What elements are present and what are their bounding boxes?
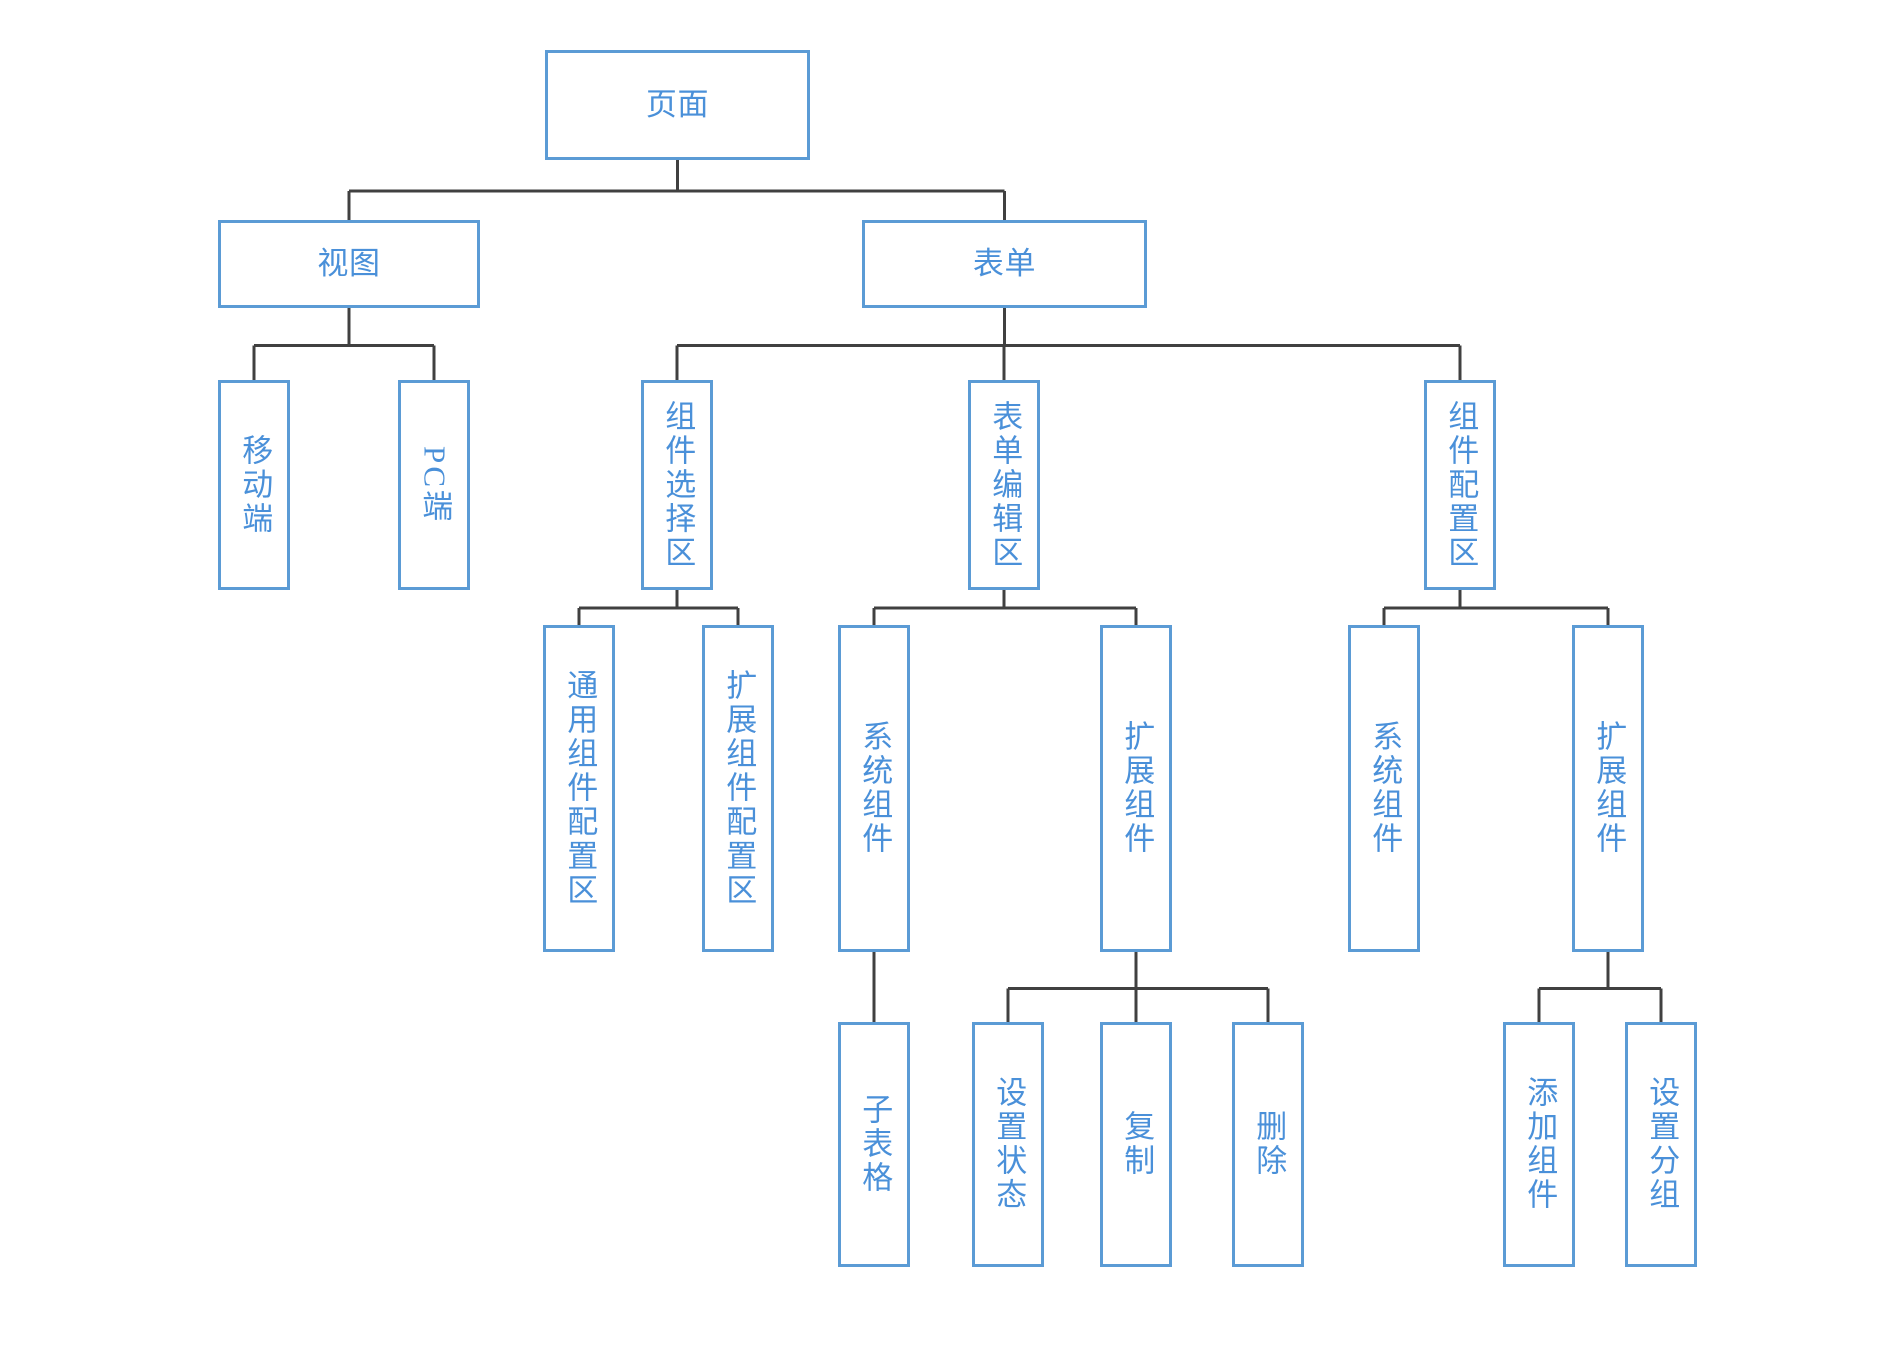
tree-node-label: 视图 [317, 245, 381, 281]
tree-node-ext-comp-edit[interactable]: 扩展组件 [1100, 625, 1172, 952]
tree-node-add-comp[interactable]: 添加组件 [1503, 1022, 1575, 1267]
tree-node-label: 设置分组 [1644, 1076, 1680, 1213]
tree-node-copy[interactable]: 复制 [1100, 1022, 1172, 1267]
tree-node-view[interactable]: 视图 [218, 220, 480, 308]
tree-node-label: 表单编辑区 [987, 399, 1023, 571]
tree-node-label: 扩展组件 [1591, 720, 1627, 857]
tree-node-comp-select[interactable]: 组件选择区 [641, 380, 713, 590]
tree-node-delete[interactable]: 删除 [1232, 1022, 1304, 1267]
tree-node-set-status[interactable]: 设置状态 [972, 1022, 1044, 1267]
tree-node-label: 系统组件 [857, 720, 893, 857]
tree-node-comp-config[interactable]: 组件配置区 [1424, 380, 1496, 590]
tree-node-label: 表单 [972, 245, 1037, 281]
tree-node-label: 删除 [1251, 1110, 1287, 1179]
tree-node-ext-comp-cfg[interactable]: 扩展组件 [1572, 625, 1644, 952]
tree-node-form[interactable]: 表单 [862, 220, 1147, 308]
tree-node-label: 系统组件 [1367, 720, 1403, 857]
tree-node-label: 通用组件配置区 [562, 669, 598, 908]
tree-node-label: 页面 [645, 86, 710, 122]
tree-node-common-cfg-area[interactable]: 通用组件配置区 [543, 625, 615, 952]
tree-node-sys-comp-edit[interactable]: 系统组件 [838, 625, 910, 952]
tree-node-label: 组件选择区 [660, 399, 696, 571]
tree-node-label: 子表格 [857, 1093, 893, 1196]
tree-node-pc[interactable]: PC端 [398, 380, 470, 590]
tree-node-label: 添加组件 [1522, 1076, 1558, 1213]
tree-node-label: 设置状态 [991, 1076, 1027, 1213]
tree-node-label: 扩展组件 [1119, 720, 1155, 857]
tree-node-page[interactable]: 页面 [545, 50, 810, 160]
tree-node-label: 复制 [1119, 1110, 1155, 1179]
tree-node-label: PC端 [417, 445, 453, 525]
tree-node-label: 组件配置区 [1443, 399, 1479, 571]
tree-node-subtable[interactable]: 子表格 [838, 1022, 910, 1267]
tree-node-form-edit[interactable]: 表单编辑区 [968, 380, 1040, 590]
tree-node-sys-comp-cfg[interactable]: 系统组件 [1348, 625, 1420, 952]
tree-node-set-group[interactable]: 设置分组 [1625, 1022, 1697, 1267]
tree-node-label: 扩展组件配置区 [721, 669, 757, 908]
tree-node-label: 移动端 [237, 433, 273, 537]
tree-node-ext-cfg-area[interactable]: 扩展组件配置区 [702, 625, 774, 952]
tree-node-mobile[interactable]: 移动端 [218, 380, 290, 590]
